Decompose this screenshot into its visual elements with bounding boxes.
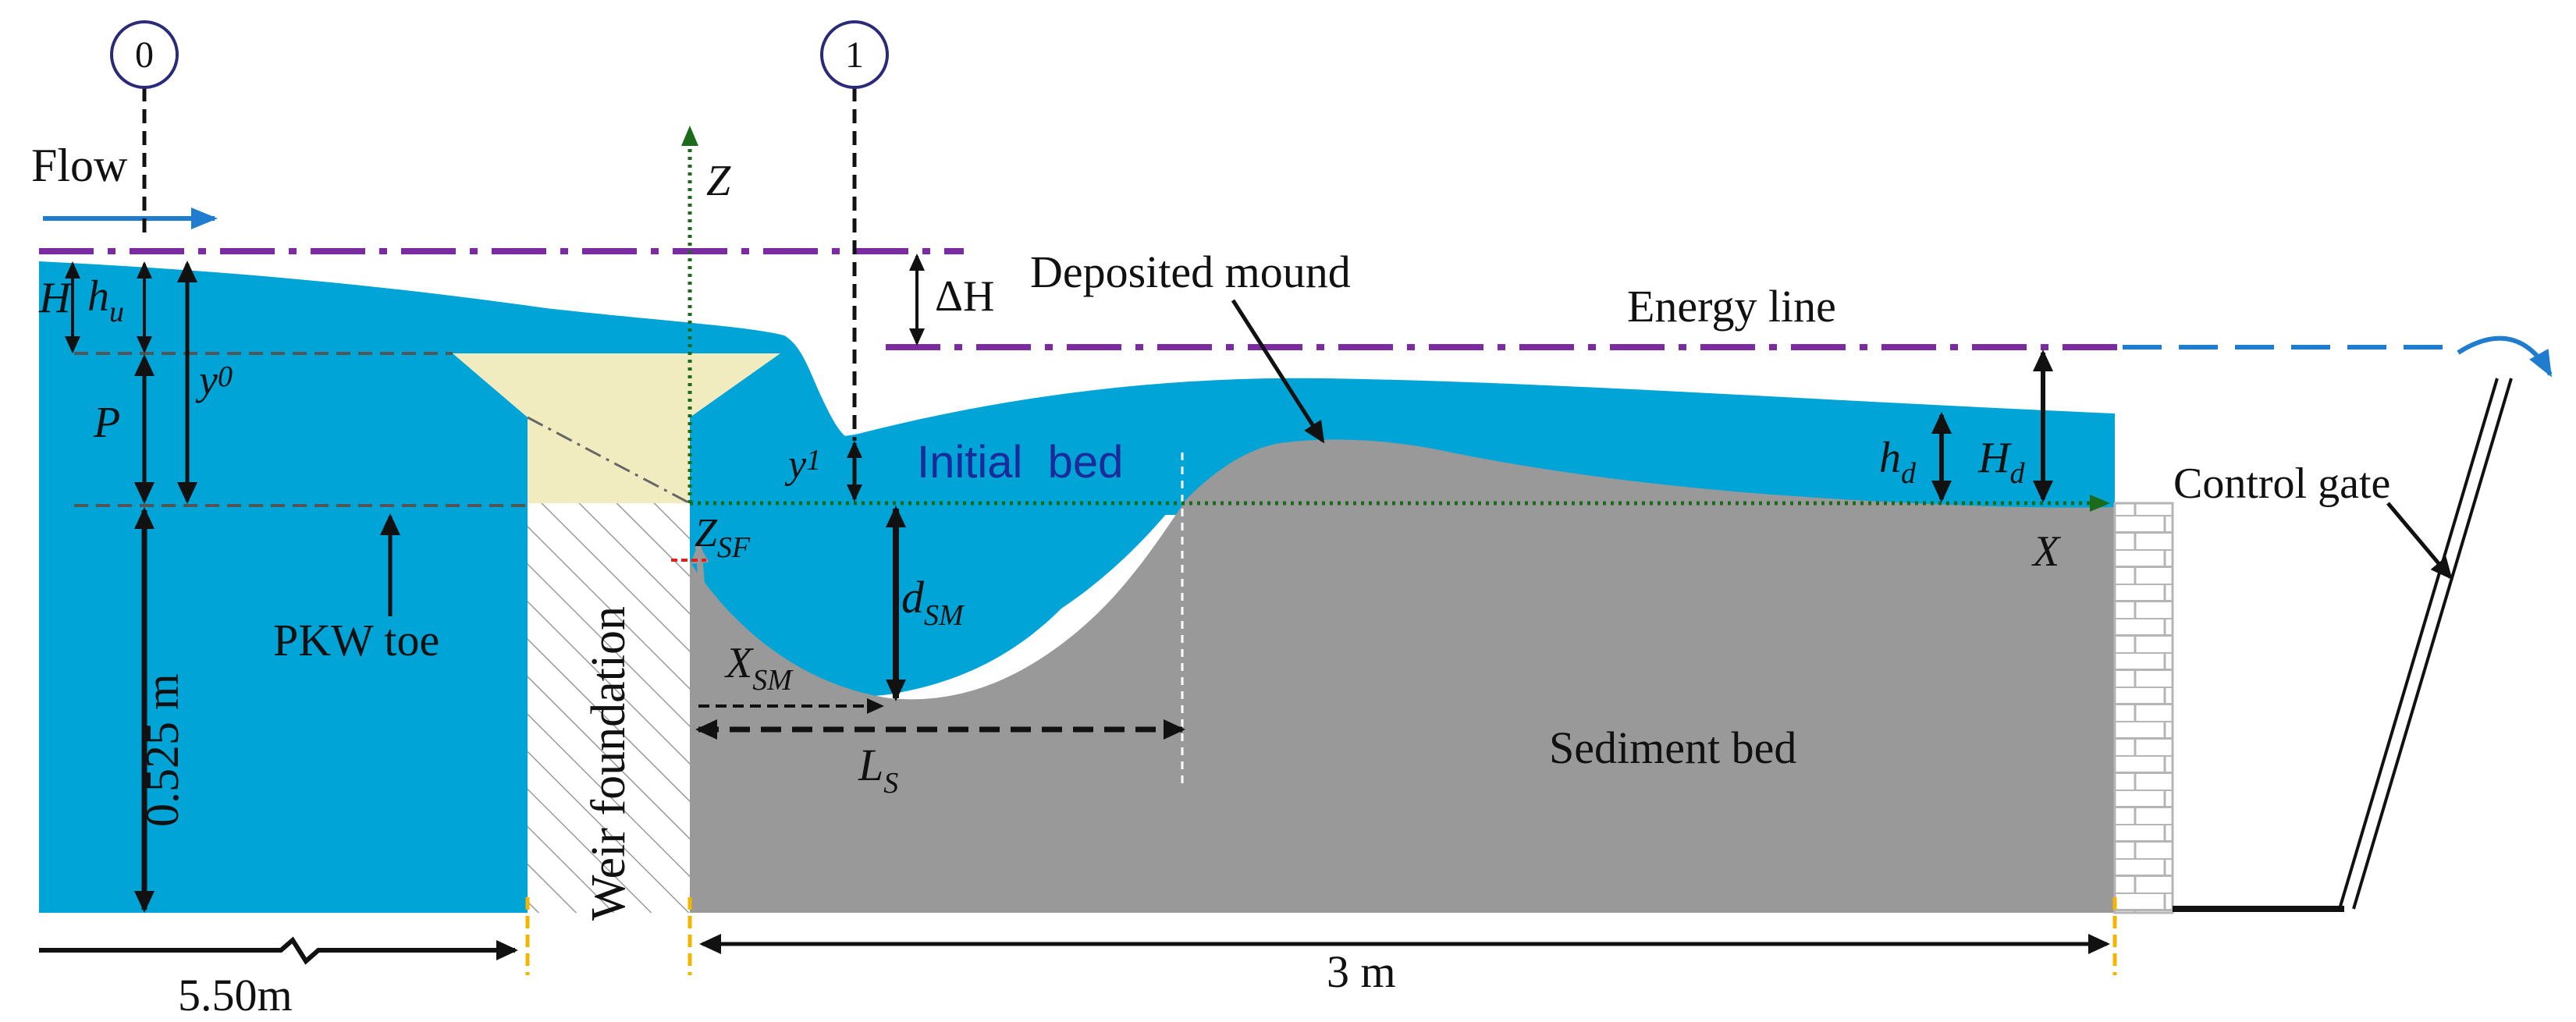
sediment-bed [690,439,2115,913]
zsf-label: ZSF [695,511,751,564]
hd-label: hd [1879,434,1917,490]
dsm-label: dSM [901,572,965,632]
control-gate [2173,378,2513,912]
hu-label: hu [87,272,124,328]
P-label: P [93,399,120,447]
depth-label: 0.525 m [137,673,188,827]
section-1-marker: 1 [820,20,889,89]
section-ticks [525,897,2117,975]
weir-foundation-label: Weir foundation [582,606,635,921]
section-0-label: 0 [135,34,154,76]
upstream-length-line [39,936,518,965]
scour-hole-water [690,499,1178,697]
dimension-arrows [65,254,2453,954]
upstream-length-label: 5.50m [178,970,293,1020]
pkw-weir [453,353,780,503]
deposited-mound-label: Deposited mound [1030,247,1351,297]
H-label: H [38,274,73,322]
scour-face-arrow [690,543,709,594]
y1-label: y1 [784,442,821,487]
ls-label: LS [858,740,898,800]
overflow-arrow [2457,335,2553,378]
energy-line-label: Energy line [1627,281,1836,332]
section-0-marker: 0 [110,20,179,89]
xsm-label: XSM [724,639,794,697]
control-gate-label: Control gate [2173,460,2390,508]
y0-label: y0 [195,357,233,403]
brick-end-wall [2113,502,2174,914]
initial-bed-label: Initial bed [917,437,1123,488]
pkw-toe-label: PKW toe [273,615,439,665]
sediment-bed-label: Sediment bed [1549,722,1796,773]
section-1-label: 1 [845,34,864,76]
Hd-label: Hd [1977,434,2025,490]
x-axis-label: X [2031,527,2062,576]
flow-label: Flow [31,140,128,191]
delta-H-label: ΔH [935,272,994,321]
z-axis-label: Z [706,157,731,205]
flume-length-label: 3 m [1327,946,1396,997]
